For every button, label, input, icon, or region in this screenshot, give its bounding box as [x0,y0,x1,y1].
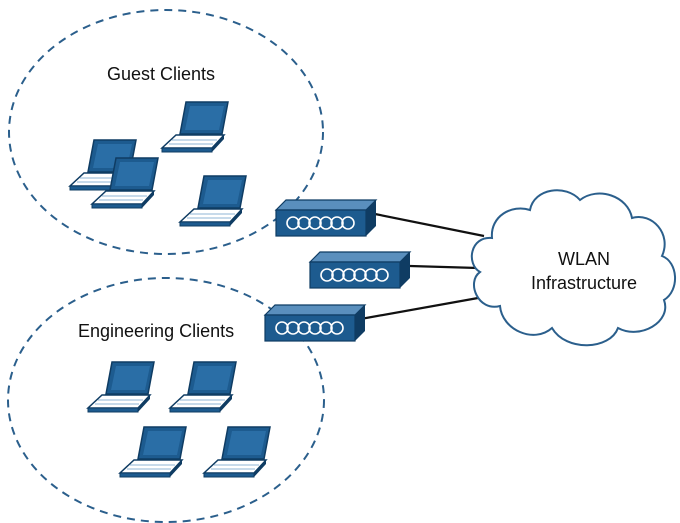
access-point-icon [275,199,377,237]
laptop-icon [87,361,155,413]
connection-line [374,212,485,238]
guest-group-boundary [8,9,324,255]
laptop-icon [161,101,229,153]
connection-line [409,264,479,270]
laptop-icon [119,426,187,478]
connections [354,212,485,322]
guest-clients-label: Guest Clients [107,64,216,84]
laptop-icon [169,361,237,413]
engineering-clients-label: Engineering Clients [78,321,235,341]
cloud-label-line2: Infrastructure [530,273,638,293]
engineering-group-boundary [7,277,325,523]
laptop-icon [179,175,247,227]
laptop-icon [203,426,271,478]
wlan-infrastructure-label: WLAN Infrastructure [514,247,654,295]
connection-line [354,296,479,322]
access-point-icon [264,304,366,342]
cloud-icon [471,189,677,347]
access-point-icon [309,251,411,289]
cloud-label-line1: WLAN [557,249,610,269]
